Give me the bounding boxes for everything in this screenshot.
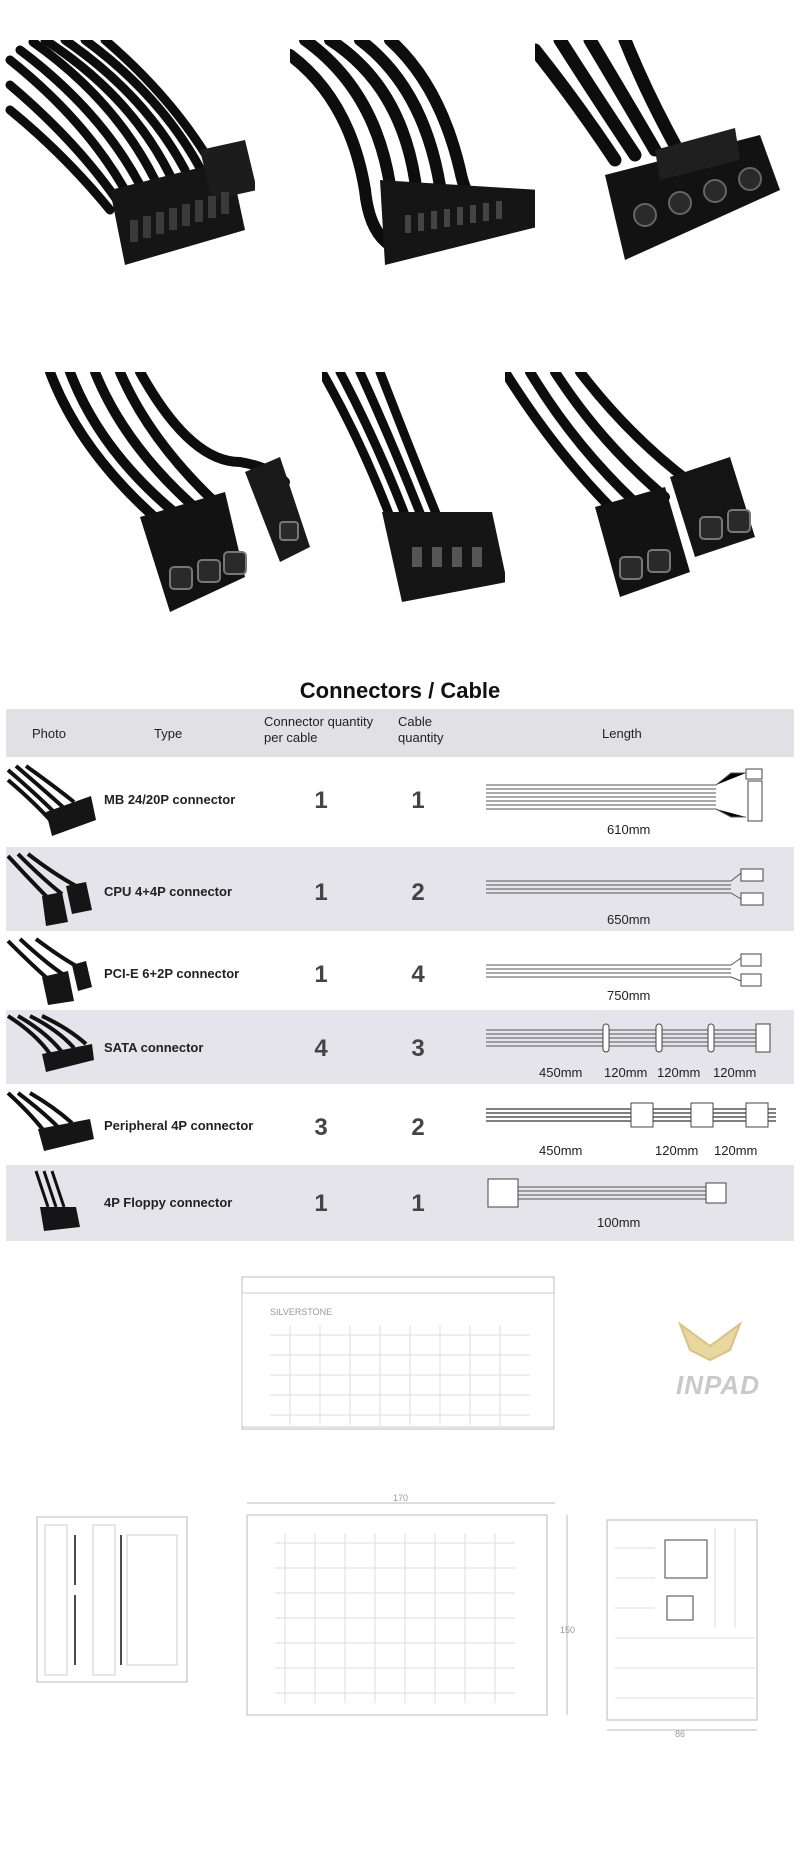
table-row-sata: SATA connector 4 3 450mm 120mm 120mm 120… [6,1010,794,1084]
row-type-label: 4P Floppy connector [104,1195,233,1210]
thumb-cpu-connector-image [6,852,92,926]
photo-mb-24pin-connector [5,40,255,290]
row-connector-qty: 1 [314,787,328,814]
table-header: Photo Type Connector quantity per cable … [6,709,794,757]
table-row-cpu-4plus4p: CPU 4+4P connector 1 2 650mm [6,847,794,931]
photo-floppy-4p-connector [322,372,522,632]
row-type-label: CPU 4+4P connector [104,884,233,899]
row-cable-qty: 2 [411,879,425,906]
header-cable-qty-line2: quantity [398,730,444,745]
cable-diagram-floppy [487,1178,727,1208]
row-connector-qty: 3 [314,1114,328,1141]
row-length-label-1: 450mm [539,1065,583,1080]
cable-diagram-mb [486,768,763,822]
row-connector-qty: 4 [314,1035,328,1062]
header-connector-qty-line2: per cable [264,730,318,745]
row-connector-qty: 1 [314,879,328,906]
header-connector-qty-line1: Connector quantity [264,714,374,729]
row-type-label: SATA connector [104,1040,204,1055]
table-row-pcie-6plus2p: PCI-E 6+2P connector 1 4 750mm [6,935,794,1007]
inpad-logo-icon [677,1321,743,1362]
psu-fan-side-drawing: 170 150 [246,1493,575,1716]
photo-cpu-4plus4-connector [505,372,775,642]
row-connector-qty: 1 [314,961,328,988]
dimension-height-label: 86 [675,1729,685,1738]
table-row-4p-floppy: 4P Floppy connector 1 1 100mm [6,1165,794,1241]
cable-diagram-pcie [486,953,762,987]
photo-peripheral-molex-connector [535,40,795,290]
header-length: Length [602,726,642,741]
cable-diagram-cpu [486,868,764,906]
header-photo: Photo [32,726,66,741]
row-length-label-3: 120mm [657,1065,701,1080]
row-length-label-1: 450mm [539,1143,583,1158]
row-cable-qty: 1 [411,787,425,814]
row-length-label: 750mm [607,988,651,1003]
table-row-mb-24-20p: MB 24/20P connector 1 1 610mm [6,759,794,843]
header-type: Type [154,726,183,741]
row-cable-qty: 2 [411,1114,425,1141]
table-row-peripheral-4p: Peripheral 4P connector 3 2 450mm 120mm … [6,1087,794,1161]
row-type-label: Peripheral 4P connector [104,1118,254,1133]
thumb-floppy-connector-image [34,1170,80,1231]
psu-top-view-drawing: SILVERSTONE [241,1276,555,1430]
thumb-peripheral-connector-image [6,1091,94,1151]
row-length-label: 100mm [597,1215,641,1230]
cable-diagram-peripheral [486,1102,776,1128]
row-cable-qty: 3 [411,1035,425,1062]
connectors-cable-title: Connectors / Cable [299,678,501,703]
row-length-label: 650mm [607,912,651,927]
row-length-label-2: 120mm [604,1065,648,1080]
watermark-text: INPAD [676,1370,760,1400]
row-type-label: MB 24/20P connector [104,792,236,807]
svg-text:SILVERSTONE: SILVERSTONE [270,1307,332,1317]
psu-back-panel-drawing: 86 [606,1519,758,1738]
psu-modular-panel-drawing [36,1516,188,1683]
thumb-pcie-connector-image [6,937,92,1005]
thumb-sata-connector-image [6,1014,94,1072]
row-cable-qty: 4 [411,961,425,988]
row-length-label-4: 120mm [713,1065,757,1080]
cable-diagram-sata [486,1023,771,1053]
photo-pcie-6plus2-connector [40,372,320,642]
header-cable-qty-line1: Cable [398,714,432,729]
row-length-label-2: 120mm [655,1143,699,1158]
thumb-mb-connector-image [6,764,96,836]
dimension-width-label: 170 [393,1493,408,1503]
dimension-depth-label: 150 [560,1625,575,1635]
row-length-label-3: 120mm [714,1143,758,1158]
photo-sata-connector [290,40,550,290]
row-cable-qty: 1 [411,1190,425,1217]
row-length-label: 610mm [607,822,651,837]
row-type-label: PCI-E 6+2P connector [104,966,240,981]
row-connector-qty: 1 [314,1190,328,1217]
